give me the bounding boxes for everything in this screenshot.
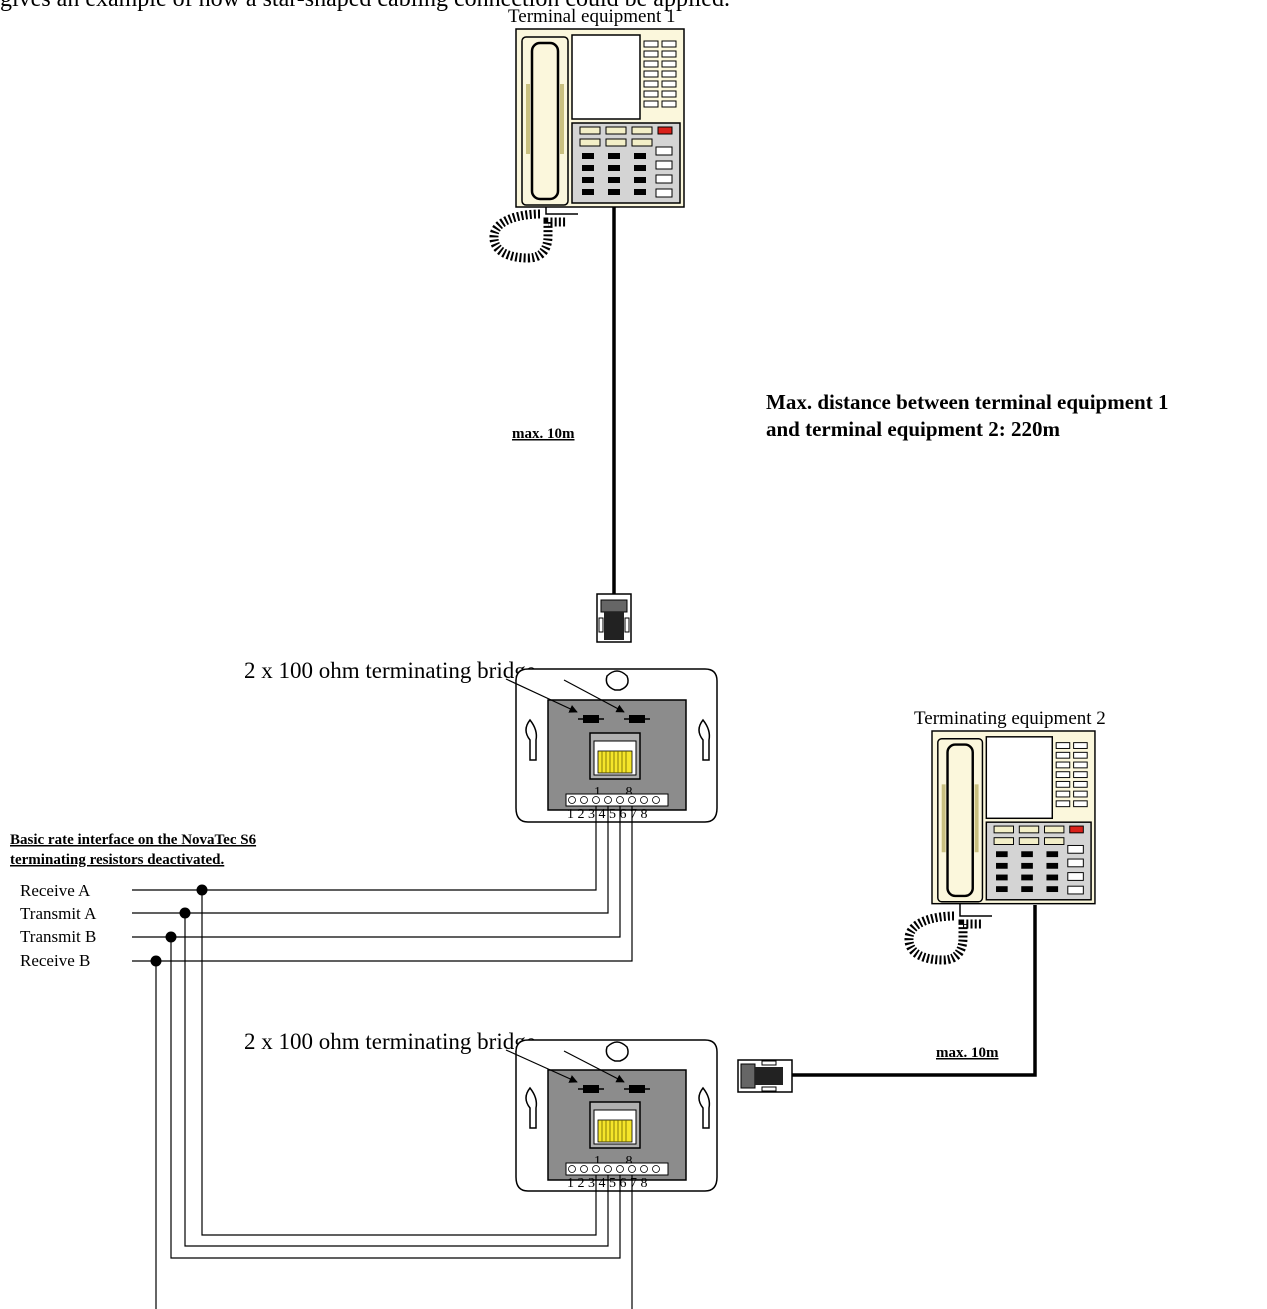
- function-keys-icon: [643, 40, 677, 108]
- terminal-1-label: Terminal equipment 1: [508, 6, 676, 27]
- terminal-2-telephone: [931, 730, 1096, 905]
- red-key-icon: [1069, 825, 1084, 834]
- cable-2-length: max. 10m: [936, 1045, 999, 1061]
- cable-1-length: max. 10m: [512, 426, 575, 442]
- bus-line-receive-a: Receive A: [20, 881, 91, 900]
- display-screen-icon: [571, 34, 641, 120]
- junction-dots: [150, 884, 208, 967]
- bus-wiring: [132, 806, 633, 1309]
- coiled-cord-icon: [904, 904, 992, 965]
- terminating-resistor-icon: [624, 715, 650, 723]
- handset-icon: [521, 36, 569, 206]
- rj45-plug-2-icon: [737, 1059, 793, 1093]
- socket-2-terminal-numbers: 1 2 3 4 5 6 7 8: [567, 1176, 648, 1191]
- socket-1-terminal-numbers: 1 2 3 4 5 6 7 8: [567, 807, 648, 822]
- bridge-arrow: [563, 679, 625, 713]
- cable-2-line: [790, 905, 1037, 1077]
- bus-line-receive-b: Receive B: [20, 951, 90, 970]
- terminal-1-telephone: [515, 28, 685, 208]
- bridge-arrow: [563, 1050, 625, 1083]
- rj45-jack-icon: [589, 732, 641, 780]
- distance-note-line1: Max. distance between terminal equipment…: [766, 390, 1168, 414]
- terminating-resistor-icon: [578, 715, 604, 723]
- bus-line-transmit-b: Transmit B: [20, 927, 96, 946]
- socket-1-bridge-label: 2 x 100 ohm terminating bridge: [244, 658, 536, 683]
- terminating-resistor-icon: [624, 1085, 650, 1093]
- bus-title-line1: Basic rate interface on the NovaTec S6: [10, 832, 257, 848]
- bridge-arrow: [505, 1049, 578, 1083]
- keypad-icon: [571, 122, 681, 204]
- top-caption: gives an example of how a star-shaped ca…: [0, 0, 730, 12]
- rj45-plug-1-icon: [596, 593, 632, 643]
- coiled-cord-icon: [489, 207, 578, 263]
- function-keys-icon: [1055, 742, 1088, 808]
- bridge-arrow: [505, 678, 578, 713]
- distance-note-line2: and terminal equipment 2: 220m: [766, 417, 1061, 441]
- handset-icon: [937, 738, 984, 903]
- keypad-icon: [985, 821, 1092, 901]
- red-key-icon: [657, 126, 673, 135]
- wall-socket-1: 1.......8 1 2 3 4 5 6 7 8: [515, 668, 718, 823]
- bus-line-transmit-a: Transmit A: [20, 904, 97, 923]
- wall-socket-2: 1.......8 1 2 3 4 5 6 7 8: [515, 1039, 718, 1192]
- terminal-2-label: Terminating equipment 2: [914, 708, 1106, 729]
- terminating-resistor-icon: [578, 1085, 604, 1093]
- display-screen-icon: [985, 736, 1054, 820]
- bus-title-line2: terminating resistors deactivated.: [10, 852, 225, 868]
- socket-2-bridge-label: 2 x 100 ohm terminating bridge: [244, 1029, 536, 1054]
- rj45-jack-icon: [589, 1101, 641, 1149]
